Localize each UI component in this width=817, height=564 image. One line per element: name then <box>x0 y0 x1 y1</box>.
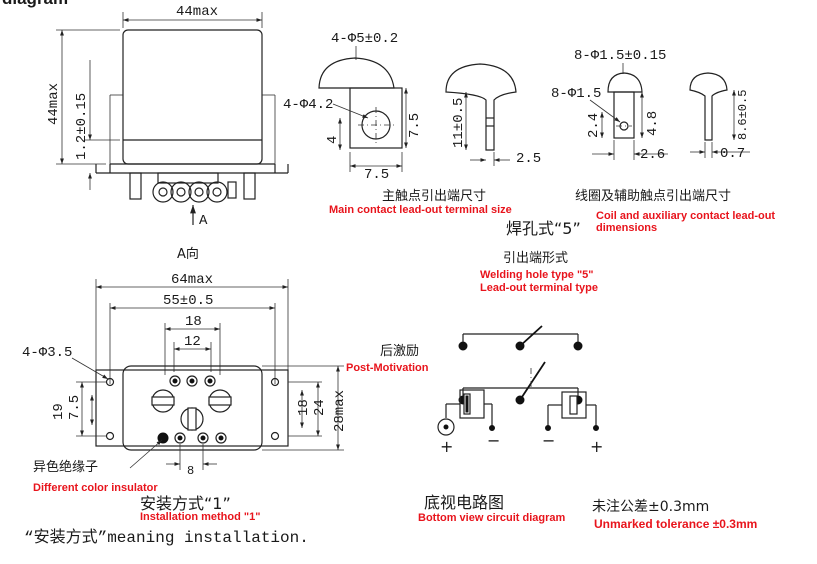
coil-dim-2-4: 2.4 <box>586 113 602 138</box>
install-method-cn: 安装方式“1” <box>140 494 231 513</box>
header-word: diagram <box>2 0 68 8</box>
side-height-dim: 44max <box>46 83 62 125</box>
mounting-view: 64max 55±0.5 18 12 <box>22 272 348 523</box>
left-minus: − <box>487 431 500 450</box>
coil-dim-4-8: 4.8 <box>645 111 661 136</box>
mount-dim-24: 24 <box>312 399 328 416</box>
coil-dim-8-6: 8.6±0.5 <box>736 90 750 140</box>
terminal-type-titles: 焊孔式“5” 引出端形式 Welding hole type "5" Lead-… <box>480 219 598 294</box>
left-plus: + <box>440 437 453 456</box>
mount-dim-18-right: 18 <box>296 399 312 416</box>
side-width-dim: 44max <box>176 4 218 20</box>
mount-dim-64: 64max <box>171 272 213 288</box>
main-dim-7-5: 7.5 <box>407 113 423 138</box>
coil-caption-cn: 线圈及辅助触点引出端尺寸 <box>575 189 731 204</box>
view-label: A向 <box>177 246 199 262</box>
coil-dim-0-7: 0.7 <box>720 146 745 162</box>
coil-terminal-detail: 8-Φ1.5±0.15 8-Φ1.5 2.4 4.8 2.6 8.6±0.5 0… <box>551 48 775 234</box>
tolerance-cn: 未注公差±0.3mm <box>592 499 709 515</box>
side-offset-dim: 1.2±0.15 <box>74 93 90 160</box>
insulator-en: Different color insulator <box>33 482 158 494</box>
coil-caption-en-1: Coil and auxiliary contact lead-out <box>596 210 775 222</box>
right-plus: + <box>590 437 603 456</box>
circuit-title-cn: 底视电路图 <box>424 493 504 512</box>
terminal-type-caption-en-2: Lead-out terminal type <box>480 282 598 294</box>
mount-dim-12: 12 <box>184 334 201 350</box>
coil-caption-en-2: dimensions <box>596 222 657 234</box>
main-dim-11: 11±0.5 <box>451 98 467 148</box>
view-arrow-label: A <box>199 213 208 229</box>
right-minus: − <box>542 431 555 450</box>
insulator-cn: 异色绝缘子 <box>33 459 98 475</box>
terminal-type-caption-en-1: Welding hole type "5" <box>480 269 594 281</box>
main-caption-en: Main contact lead-out terminal size <box>329 204 512 216</box>
mount-dim-7-5: 7.5 <box>67 395 83 420</box>
circuit-diagram: 后激励 Post-Motivation + − <box>346 325 603 524</box>
tolerance-en: Unmarked tolerance ±0.3mm <box>594 517 757 531</box>
coil-hole-dim: 8-Φ1.5±0.15 <box>574 48 666 64</box>
terminal-type-title-cn: 焊孔式“5” <box>506 219 581 238</box>
install-method-en: Installation method "1" <box>140 511 260 523</box>
circuit-title-en: Bottom view circuit diagram <box>418 512 566 524</box>
footnote: “安装方式”meaning installation. <box>24 528 309 547</box>
main-caption-cn: 主触点引出端尺寸 <box>382 189 486 204</box>
coil-hole-inner: 8-Φ1.5 <box>551 86 601 102</box>
mount-dim-18-top: 18 <box>185 314 202 330</box>
main-dim-7-5-bottom: 7.5 <box>364 167 389 183</box>
coil-dim-2-6: 2.6 <box>640 147 665 163</box>
main-dim-2-5: 2.5 <box>516 151 541 167</box>
side-view: 44max 44m <box>46 4 289 262</box>
terminal-type-subtitle-cn: 引出端形式 <box>503 251 568 266</box>
main-terminal-detail: 4-Φ5±0.2 4-Φ4.2 4 7.5 7.5 11±0.5 2.5 主触点… <box>283 31 541 216</box>
post-motivation-en: Post-Motivation <box>346 362 429 374</box>
main-hole-inner: 4-Φ4.2 <box>283 97 333 113</box>
post-motivation-cn: 后激励 <box>380 344 419 359</box>
mount-dim-55: 55±0.5 <box>163 293 213 309</box>
side-terminals <box>129 172 256 203</box>
mount-dim-28: 28max <box>332 390 348 432</box>
main-hole-dim: 4-Φ5±0.2 <box>331 31 398 47</box>
mount-dim-19: 19 <box>51 403 67 420</box>
mount-hole-dim: 4-Φ3.5 <box>22 345 72 361</box>
main-dim-4: 4 <box>325 136 341 144</box>
mount-dim-8: 8 <box>187 464 194 478</box>
